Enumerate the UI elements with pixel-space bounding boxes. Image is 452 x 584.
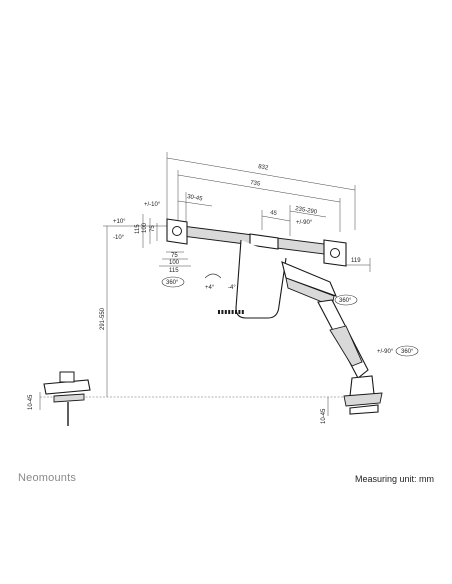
right-vesa-plate: [323, 239, 347, 267]
rotate-left: 360°: [166, 280, 179, 286]
dim-right-offset: 235-290: [295, 206, 318, 216]
dim-vesa-v3: 115: [135, 224, 141, 234]
dim-vesa-h2: 100: [169, 260, 180, 266]
tilt-left-neg: -10°: [113, 235, 125, 241]
dim-left-offset: 30-45: [187, 194, 204, 203]
dim-vesa-v1: 75: [150, 225, 156, 232]
swivel-neg: -4°: [228, 285, 236, 291]
dim-overall-width: 832: [258, 164, 270, 172]
dim-vesa-h3: 115: [169, 268, 179, 274]
dim-inner-offset: 45: [270, 210, 278, 217]
base-rotate-b: 360°: [401, 349, 414, 355]
swivel-pos: +4°: [205, 285, 215, 291]
dim-clamp-left: 10-45: [28, 394, 34, 410]
dimension-lines: [39, 152, 371, 416]
rotation-badges: 360° 360°: [161, 273, 419, 357]
dim-vesa-v2: 100: [142, 222, 148, 233]
measuring-unit: Measuring unit: mm: [354, 474, 434, 484]
dim-arm-span: 735: [250, 180, 262, 188]
rotate-right: 360°: [339, 298, 352, 304]
left-vesa-plate: [166, 218, 188, 245]
tilt-left-pos: +10°: [113, 219, 126, 225]
brand-label: Neomounts: [18, 472, 77, 484]
base-rotate-a: +/-90°: [377, 349, 394, 355]
dim-right-depth: 119: [351, 258, 361, 264]
dim-height-range: 291-550: [100, 307, 106, 330]
monitor-arm: [43, 218, 383, 426]
dimension-labels: 832 735 30-45 45 235-290 115 100 75 75 1…: [28, 164, 414, 424]
tilt-left-top: +/-10°: [144, 202, 161, 208]
dim-clamp-right: 10-45: [321, 408, 327, 424]
dim-vesa-h1: 75: [171, 253, 178, 259]
tilt-right-top: +/-90°: [296, 220, 313, 226]
